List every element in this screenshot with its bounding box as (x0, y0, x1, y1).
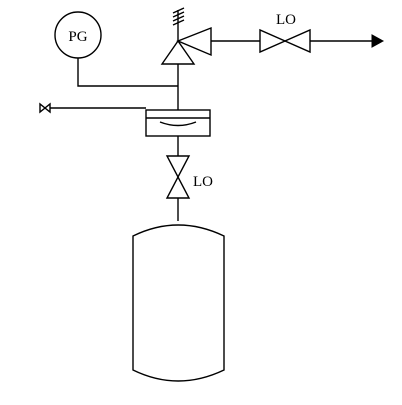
relief-valve-spring-1 (172, 7, 185, 14)
flow-arrow-icon (371, 34, 385, 48)
gauge-connection-line (77, 58, 178, 87)
relief-valve-spring-4 (172, 19, 185, 26)
top-gate-valve-right-triangle (283, 28, 311, 54)
vent-valve-right-triangle (43, 102, 51, 114)
storage-tank-icon (132, 224, 225, 382)
vertical-valve-lock-label: LO (193, 174, 213, 190)
relief-valve-lower-triangle (160, 39, 196, 65)
relief-valve-spring-3 (172, 15, 185, 22)
vent-valve-left-triangle (39, 102, 47, 114)
vertical-valve-bottom-triangle (165, 175, 191, 199)
top-valve-lock-label: LO (276, 12, 296, 28)
relief-valve-icon (160, 7, 212, 65)
pressure-gauge-icon: PG (54, 11, 102, 59)
pressure-gauge-label: PG (68, 29, 87, 45)
top-gate-valve-icon: LO (259, 12, 311, 54)
manifold-curved-seat (159, 121, 197, 127)
relief-valve-spring-2 (172, 11, 185, 18)
manifold-block-icon (145, 109, 211, 137)
vent-valve-icon (39, 102, 51, 114)
top-gate-valve-left-triangle (259, 28, 287, 54)
vertical-valve-top-triangle (165, 155, 191, 179)
vertical-gate-valve-icon: LO (165, 155, 213, 199)
manifold-block (145, 109, 211, 137)
